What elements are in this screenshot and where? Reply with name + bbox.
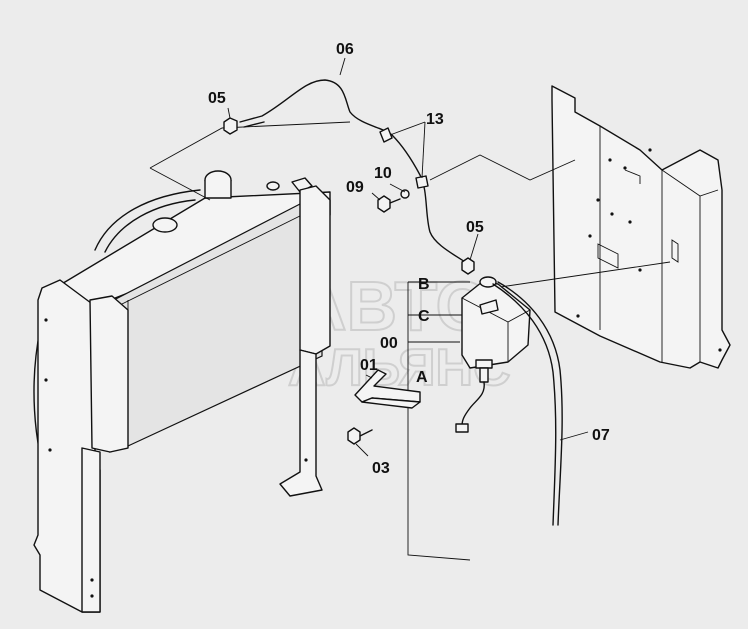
nut-05-top — [223, 117, 238, 135]
part-labels: 06 05 13 10 09 05 B C 00 01 A 03 07 — [208, 41, 610, 477]
label-06: 06 — [336, 41, 354, 58]
label-10: 10 — [374, 165, 392, 182]
label-01: 01 — [360, 357, 378, 374]
nut-05-mid — [461, 257, 475, 275]
washer-10 — [400, 189, 410, 199]
clamp-13 — [379, 127, 429, 189]
label-13: 13 — [426, 111, 444, 128]
level-sensor — [455, 381, 485, 433]
bolt-09 — [377, 195, 401, 213]
label-C: C — [418, 308, 430, 325]
bolt-03 — [347, 427, 373, 445]
label-05-mid: 05 — [466, 219, 484, 236]
leader-lines — [149, 121, 671, 561]
tube-07 — [492, 281, 563, 526]
label-leaders — [227, 57, 589, 457]
label-00: 00 — [380, 335, 398, 352]
radiator-assembly — [33, 170, 331, 613]
mounting-panel — [551, 85, 731, 369]
label-A: A — [416, 369, 428, 386]
label-03: 03 — [372, 460, 390, 477]
label-07: 07 — [592, 427, 610, 444]
label-05-top: 05 — [208, 90, 226, 107]
label-09: 09 — [346, 179, 364, 196]
hose-06 — [239, 79, 466, 263]
reserve-tank — [461, 276, 531, 383]
label-B: B — [418, 276, 430, 293]
